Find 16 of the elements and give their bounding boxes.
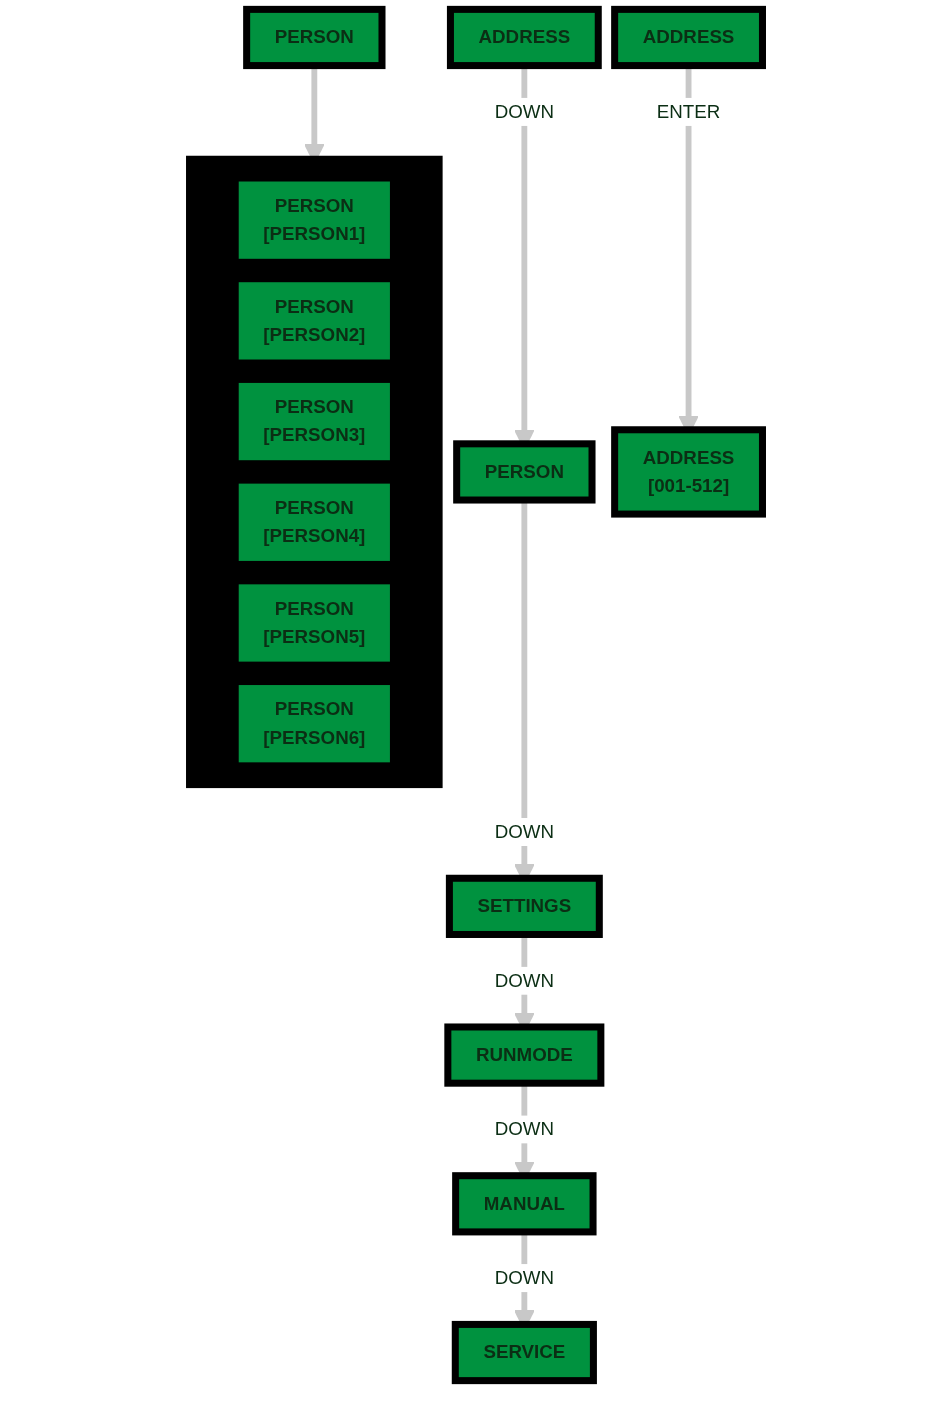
node-box: ADDRESS	[446, 5, 602, 70]
edge-label: DOWN	[494, 1118, 554, 1139]
edge-label: DOWN	[494, 821, 554, 842]
edge-label: ENTER	[656, 101, 720, 122]
node-box: RUNMODE	[443, 1023, 604, 1087]
node-box: MANUAL	[451, 1172, 597, 1236]
node-box: PERSON	[242, 5, 386, 70]
edge-label: DOWN	[494, 1267, 554, 1288]
edge-label: DOWN	[494, 970, 554, 991]
edge-label: DOWN	[494, 101, 554, 122]
node-box: SERVICE	[451, 1320, 597, 1385]
node-box: SETTINGS	[445, 874, 603, 938]
node-box: ADDRESS [001-512]	[610, 426, 766, 518]
node-box: ADDRESS	[610, 5, 766, 70]
cluster	[185, 155, 443, 789]
node-box: PERSON	[452, 440, 596, 504]
